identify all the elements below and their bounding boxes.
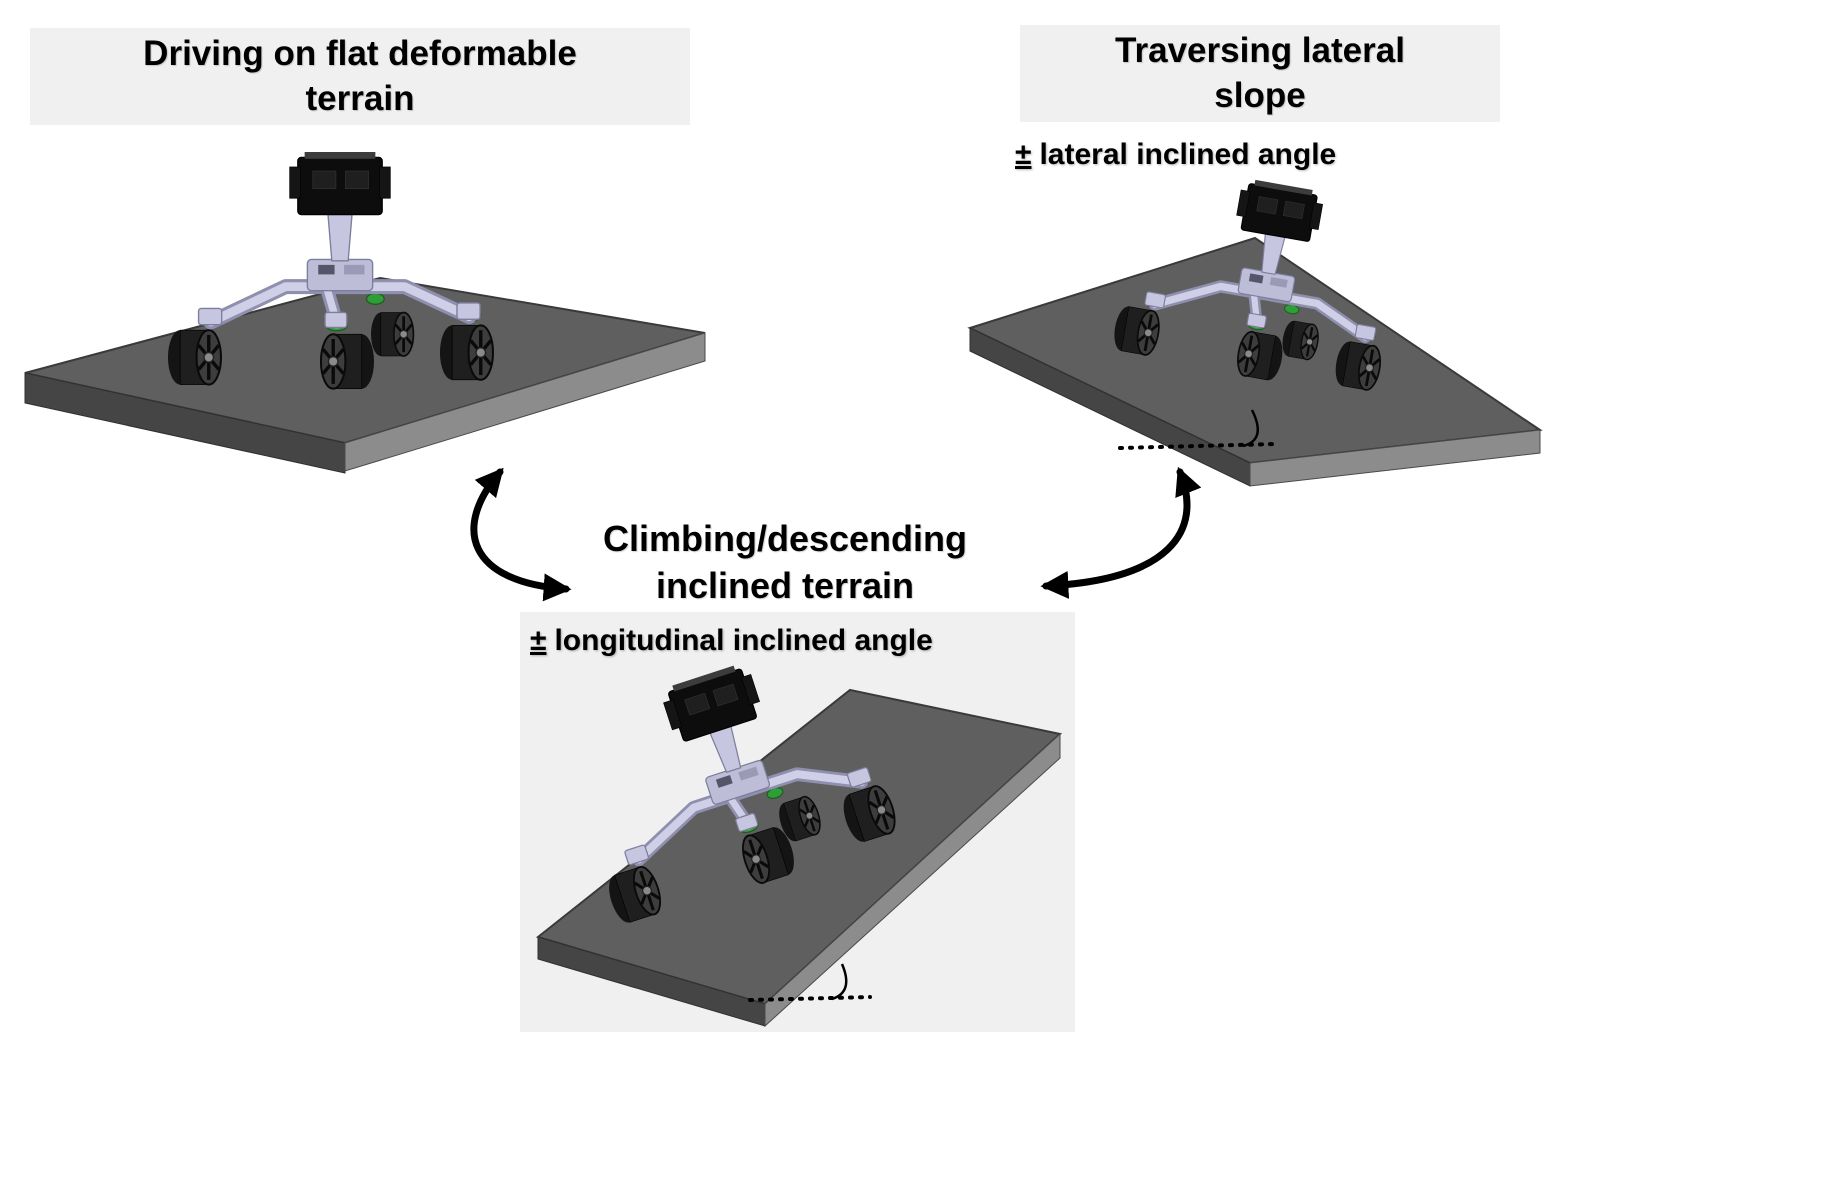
rover-model-flat	[168, 152, 493, 389]
center-title: Climbing/descending inclined terrain	[545, 516, 1025, 610]
inclined-slab-top	[535, 688, 1063, 1006]
inclined-slab-side-right	[764, 732, 1061, 1028]
flat-slab-side-right	[344, 332, 706, 472]
lateral-slope-title-line2: slope	[1214, 75, 1306, 115]
lateral-slope-title-line1: Traversing lateral	[1115, 30, 1405, 70]
center-title-line2: inclined terrain	[655, 564, 915, 606]
lateral-angle-plus-minus: ±	[1015, 138, 1032, 171]
center-title-line1: Climbing/descending	[602, 518, 968, 559]
lateral-slope-scene	[967, 168, 1543, 487]
flat-terrain-scene	[24, 128, 706, 474]
lateral-angle-arc	[1242, 409, 1260, 448]
lateral-slope-title: Traversing lateral slope	[1020, 25, 1500, 122]
longitudinal-angle-label: ±longitudinal inclined angle	[530, 624, 933, 658]
inclined-terrain-panel: ±longitudinal inclined angle	[520, 612, 1075, 1032]
longitudinal-angle-arc	[831, 963, 848, 1001]
longitudinal-angle-plus-minus: ±	[530, 624, 547, 657]
flat-terrain-title: Driving on flat deformable terrain	[30, 28, 690, 125]
lateral-slab-side-right	[1249, 429, 1541, 487]
lateral-angle-label: ±lateral inclined angle	[1015, 138, 1336, 172]
flat-terrain-title-line1: Driving on flat deformable	[143, 33, 577, 73]
inclined-terrain-scene	[535, 612, 1063, 1028]
flat-slab-side-left	[24, 372, 346, 474]
flat-terrain-title-line2: terrain	[305, 78, 415, 118]
longitudinal-angle-text: longitudinal inclined angle	[554, 624, 933, 657]
lateral-angle-text: lateral inclined angle	[1039, 138, 1337, 171]
longitudinal-reference-dashed-line	[748, 995, 872, 1002]
